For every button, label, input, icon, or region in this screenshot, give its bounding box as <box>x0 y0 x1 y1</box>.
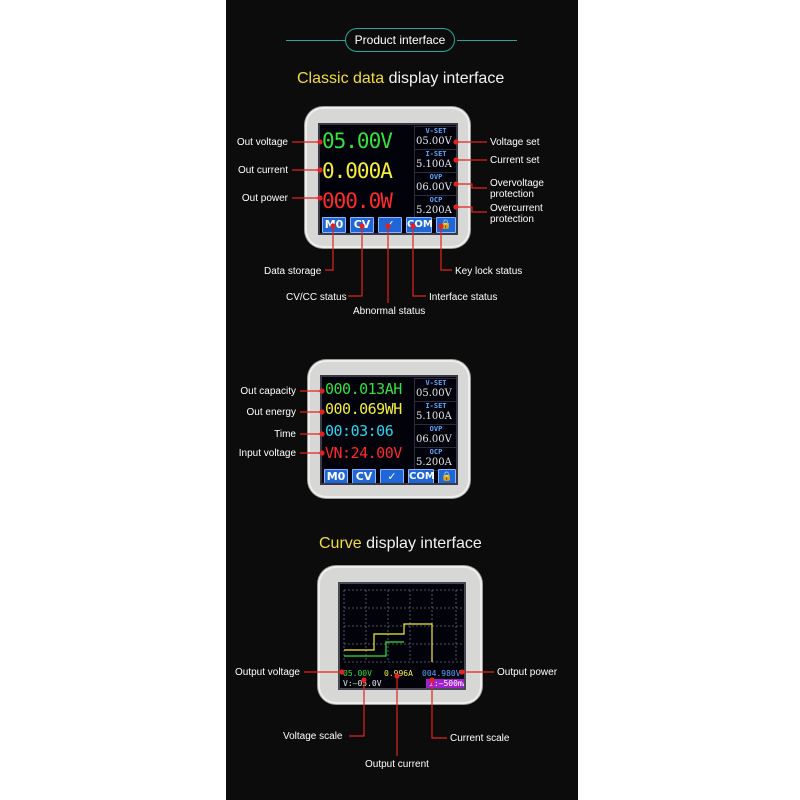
section3-title-highlight: Curve <box>319 535 362 552</box>
cv-mode-icon: CV <box>350 217 374 233</box>
label-ovp-1: Overvoltage <box>490 178 544 189</box>
label-ovp-2: protection <box>490 189 534 200</box>
curve-current-scale: I:—500mA <box>426 679 464 688</box>
label-key-lock-status: Key lock status <box>455 266 523 277</box>
lcd-energy: 000.069WH <box>325 400 402 418</box>
set2-ocp-value: 5.200A <box>416 457 452 468</box>
lcd-power: 000.0W <box>322 189 393 213</box>
lcd-voltage: 05.00V <box>322 129 393 153</box>
lcd-time: 00:03:06 <box>325 422 394 440</box>
label-output-current: Output current <box>365 759 429 770</box>
label-out-current: Out current <box>237 165 288 176</box>
lock-icon: 🔒 <box>436 217 456 233</box>
label-current-scale: Current scale <box>450 733 510 744</box>
label-current-set: Current set <box>490 155 540 166</box>
header-rule-right <box>457 40 517 41</box>
label-interface-status: Interface status <box>429 292 498 303</box>
header-badge-text: Product interface <box>354 33 446 47</box>
label-out-voltage: Out voltage <box>236 137 288 148</box>
label-cvcc-status: CV/CC status <box>286 292 347 303</box>
lock-icon: 🔒 <box>438 469 456 483</box>
status-bar: M0 CV ✓ COM 🔒 <box>322 217 456 233</box>
screen-curve: 05.00V 0.996A 004.980V V:—05.0V I:—500mA <box>338 582 466 690</box>
set-ovp-head: OVP <box>429 173 443 181</box>
set2-ovp-head: OVP <box>429 425 443 433</box>
set-ovp-value: 06.00V <box>416 182 452 193</box>
header-rule-left <box>286 40 346 41</box>
curve-power-readout: 004.980V <box>422 669 461 678</box>
section1-title-rest: display interface <box>384 70 505 87</box>
screen-energy: 000.013AH 000.069WH 00:03:06 VN:24.00V V… <box>320 375 458 485</box>
curve-current-line <box>344 623 433 662</box>
status-bar-2: M0 CV ✓ COM 🔒 <box>324 469 456 483</box>
set-ocp-head: OCP <box>429 196 443 204</box>
set2-vset-value: 05.00V <box>416 388 452 399</box>
section3-title: Curve display interface <box>319 535 482 553</box>
cv-mode-icon: CV <box>352 469 376 483</box>
label-out-power: Out power <box>241 193 288 204</box>
check-icon: ✓ <box>380 469 404 483</box>
curve-voltage-scale: V:—05.0V <box>343 679 382 688</box>
label-ocp-2: protection <box>490 214 534 225</box>
curve-current-readout: 0.996A <box>384 669 413 678</box>
section3-title-rest: display interface <box>361 535 482 552</box>
curve-grid <box>343 589 462 663</box>
set-iset-head: I-SET <box>425 150 447 158</box>
label-ocp-1: Overcurrent <box>490 203 543 214</box>
header-badge <box>345 28 455 52</box>
label-voltage-set: Voltage set <box>490 137 540 148</box>
set-ocp-value: 5.200A <box>416 205 452 216</box>
label-output-voltage: Output voltage <box>234 667 300 678</box>
label-input-voltage: Input voltage <box>238 448 296 459</box>
set2-vset-head: V-SET <box>425 379 447 387</box>
lcd-input-voltage: VN:24.00V <box>325 444 402 462</box>
section1-title-highlight: Classic data <box>297 70 385 87</box>
lcd-current: 0.000A <box>322 159 393 183</box>
label-time: Time <box>274 429 296 440</box>
set2-iset-head: I-SET <box>425 402 447 410</box>
lcd-capacity: 000.013AH <box>325 380 402 398</box>
curve-voltage-line <box>344 641 404 657</box>
label-out-capacity: Out capacity <box>240 386 296 397</box>
label-output-power: Output power <box>497 667 558 678</box>
storage-icon: M0 <box>322 217 346 233</box>
set-vset-head: V-SET <box>425 127 447 135</box>
section1-title: Classic data display interface <box>297 70 504 88</box>
label-data-storage: Data storage <box>264 266 322 277</box>
set-vset-value: 05.00V <box>416 136 452 147</box>
label-out-energy: Out energy <box>246 407 296 418</box>
label-abnormal-status: Abnormal status <box>353 306 426 317</box>
com-icon: COM <box>406 217 433 233</box>
storage-icon: M0 <box>324 469 348 483</box>
curve-voltage-readout: 05.00V <box>343 669 372 678</box>
set2-ocp-head: OCP <box>429 448 443 456</box>
set-iset-value: 5.100A <box>416 159 452 170</box>
set2-iset-value: 5.100A <box>416 411 452 422</box>
com-icon: COM <box>408 469 435 483</box>
label-voltage-scale: Voltage scale <box>283 731 343 742</box>
set2-ovp-value: 06.00V <box>416 434 452 445</box>
check-icon: ✓ <box>378 217 402 233</box>
